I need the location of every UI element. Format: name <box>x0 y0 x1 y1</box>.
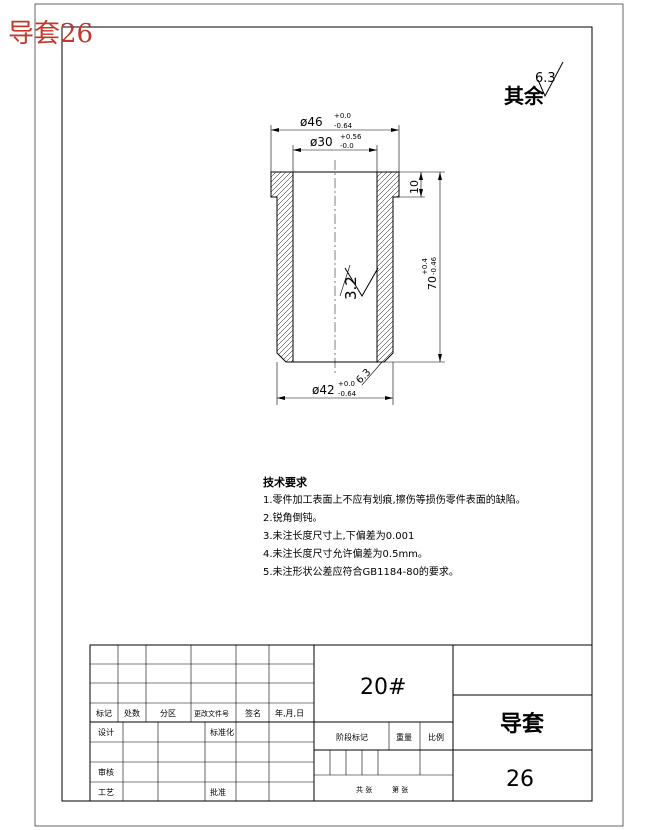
dim-inner-up: +0.56 <box>340 133 362 141</box>
tb-part-name: 导套 <box>500 711 544 737</box>
hatch-line <box>374 122 402 150</box>
dim-outer-top-up: +0.0 <box>334 112 351 120</box>
hatch-line <box>271 172 293 176</box>
dim-outer-top-low: -0.64 <box>334 122 353 130</box>
tech-req-item: 1.零件加工表面上不应有划痕,擦伤等损伤零件表面的缺陷。 <box>263 493 526 506</box>
tech-req-item: 4.未注长度尺寸允许偏差为0.5mm。 <box>263 547 428 560</box>
dim-length-base: 70 <box>426 276 439 290</box>
hatch-line <box>374 127 402 155</box>
hatch-line <box>377 176 399 206</box>
tech-req-title: 技术要求 <box>263 475 308 489</box>
dim-outer-bottom: ø42 +0.0 -0.64 <box>276 362 394 405</box>
roughness-other-note: 其余 6.3 <box>504 61 564 108</box>
dim-length-low: -0.46 <box>430 256 438 275</box>
left-hatching <box>268 112 296 362</box>
roughness-chamfer-value: 6.3 <box>354 367 373 386</box>
hatch-line <box>268 142 296 170</box>
roughness-other-label: 其余 <box>504 84 545 108</box>
hatch-line <box>271 356 293 362</box>
hatch-line <box>377 191 399 221</box>
tech-req-item: 3.未注长度尺寸上,下偏差为0.001 <box>263 529 414 542</box>
tech-requirements: 技术要求 1.零件加工表面上不应有划痕,擦伤等损伤零件表面的缺陷。 2.锐角倒钝… <box>263 475 526 578</box>
hatch-line <box>377 356 399 362</box>
tb-sheets: 共 张 <box>356 785 372 794</box>
hatch-line <box>268 127 296 155</box>
roughness-chamfer: 6.3 <box>354 361 383 386</box>
tb-design: 设计 <box>98 727 114 737</box>
hatch-line <box>271 172 293 196</box>
tb-drawing-no: 26 <box>506 767 534 792</box>
hatch-line <box>377 172 399 196</box>
hatch-line <box>271 172 293 191</box>
hatch-line <box>377 172 399 181</box>
tech-req-item: 2.锐角倒钝。 <box>263 511 323 524</box>
tb-weight: 重量 <box>396 732 412 742</box>
dim-outer-top-base: ø46 <box>300 115 323 129</box>
tb-material: 20# <box>360 675 406 700</box>
tb-scale: 比例 <box>428 732 444 742</box>
tech-req-item: 5.未注形状公差应符合GB1184-80的要求。 <box>263 565 459 578</box>
dim-inner-base: ø30 <box>310 135 333 149</box>
dim-inner-low: -0.0 <box>340 142 354 150</box>
dim-flange-value: 10 <box>408 180 421 194</box>
right-hatching <box>374 112 402 362</box>
hatch-line <box>377 186 399 216</box>
hatch-line <box>268 137 296 165</box>
hatch-line <box>268 132 296 160</box>
tb-approve: 批准 <box>210 787 226 797</box>
roughness-bore: 3.2 <box>339 264 379 300</box>
corner-title: 导套26 <box>8 19 93 49</box>
part-section <box>268 112 402 375</box>
hatch-line <box>271 361 293 362</box>
tb-sheet-no: 第 张 <box>392 785 408 794</box>
hatch-line <box>271 172 293 181</box>
hatch-line <box>268 112 296 140</box>
tb-process: 工艺 <box>98 788 114 797</box>
hatch-line <box>268 122 296 150</box>
hatch-line <box>271 341 293 362</box>
tb-standard: 标准化 <box>210 727 234 737</box>
hatch-line <box>374 112 402 140</box>
dim-flange: 10 <box>399 171 445 198</box>
hatch-line <box>374 117 402 145</box>
tb-header-mark: 标记 <box>96 708 112 718</box>
hatch-line <box>377 172 399 201</box>
hatch-line <box>377 172 399 191</box>
tb-review: 审核 <box>98 767 114 777</box>
dim-outer-bottom-up: +0.0 <box>338 380 355 388</box>
hatch-line <box>377 172 399 176</box>
tb-header-date: 年,月,日 <box>275 708 304 718</box>
hatch-line <box>271 172 293 201</box>
tb-header-sign: 签名 <box>245 708 261 718</box>
roughness-other-symbol <box>537 61 564 98</box>
dim-outer-bottom-low: -0.64 <box>338 390 357 398</box>
dim-outer-top: ø46 +0.0 -0.64 <box>270 112 400 172</box>
hatch-line <box>374 137 402 165</box>
dim-length: 70 +0.4 -0.46 <box>384 172 445 363</box>
hatch-line <box>268 117 296 145</box>
hatch-line <box>374 142 402 170</box>
roughness-bore-value: 3.2 <box>342 276 360 300</box>
hatch-line <box>374 132 402 160</box>
tb-header-docno: 更改文件号 <box>194 709 229 718</box>
dim-outer-bottom-base: ø42 <box>312 383 335 397</box>
tb-header-count: 处数 <box>124 708 140 718</box>
hatch-line <box>271 351 293 362</box>
hatch-line <box>377 181 399 211</box>
dim-length-up: +0.4 <box>421 257 429 275</box>
dim-inner: ø30 +0.56 -0.0 <box>292 133 378 172</box>
outer-border <box>34 3 624 827</box>
roughness-other-value: 6.3 <box>535 71 556 86</box>
title-block: 标记 处数 分区 更改文件号 签名 年,月,日 设计 标准化 审核 工艺 批准 … <box>89 644 593 802</box>
hatch-line <box>377 172 399 186</box>
tb-header-zone: 分区 <box>160 709 176 718</box>
tb-stage-mark: 阶段标记 <box>336 732 368 742</box>
hatch-line <box>271 172 293 186</box>
